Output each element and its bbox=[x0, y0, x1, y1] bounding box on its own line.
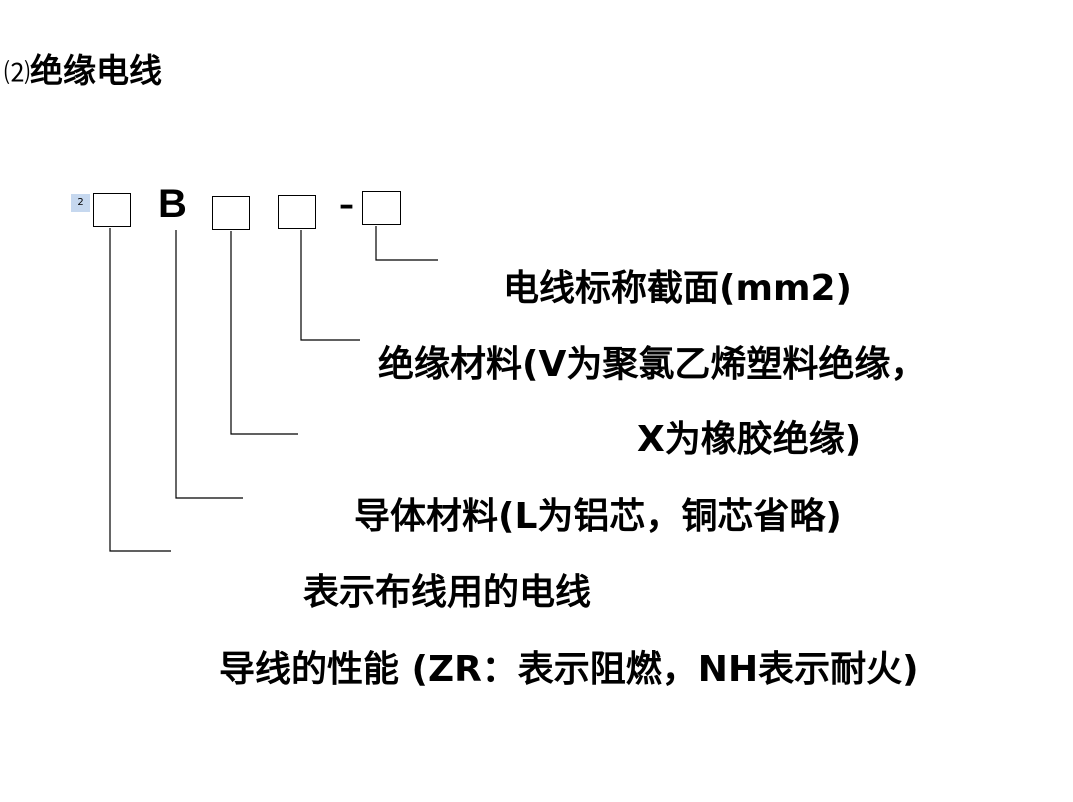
code-letter-b: B bbox=[158, 182, 187, 226]
heading-number: ⑵ bbox=[4, 59, 31, 89]
leader-line-conductor bbox=[230, 231, 298, 435]
cross-section-code-box bbox=[362, 191, 401, 225]
heading-text: 绝缘电线 bbox=[30, 51, 163, 90]
leader-line-performance bbox=[109, 228, 171, 552]
label-conductor: 导体材料(L为铝芯，铜芯省略) bbox=[354, 496, 842, 537]
heading: ⑵绝缘电线 bbox=[4, 44, 162, 92]
code-marker: 2 bbox=[71, 194, 90, 212]
code-dash: – bbox=[339, 188, 354, 223]
label-insulation-line1: 绝缘材料(V为聚氯乙烯塑料绝缘， bbox=[378, 344, 927, 385]
leader-line-insulation bbox=[300, 230, 360, 341]
leader-line-wiring bbox=[175, 230, 243, 499]
insulation-code-box bbox=[278, 195, 316, 229]
label-wiring: 表示布线用的电线 bbox=[303, 572, 592, 613]
leader-line-cross-section bbox=[375, 226, 438, 261]
label-performance: 导线的性能 (ZR：表示阻燃，NH表示耐火) bbox=[219, 649, 919, 690]
label-insulation-line2: X为橡胶绝缘) bbox=[637, 419, 862, 460]
performance-code-box bbox=[93, 193, 131, 227]
conductor-code-box bbox=[212, 196, 250, 230]
label-cross-section: 电线标称截面(mm2) bbox=[503, 268, 852, 309]
